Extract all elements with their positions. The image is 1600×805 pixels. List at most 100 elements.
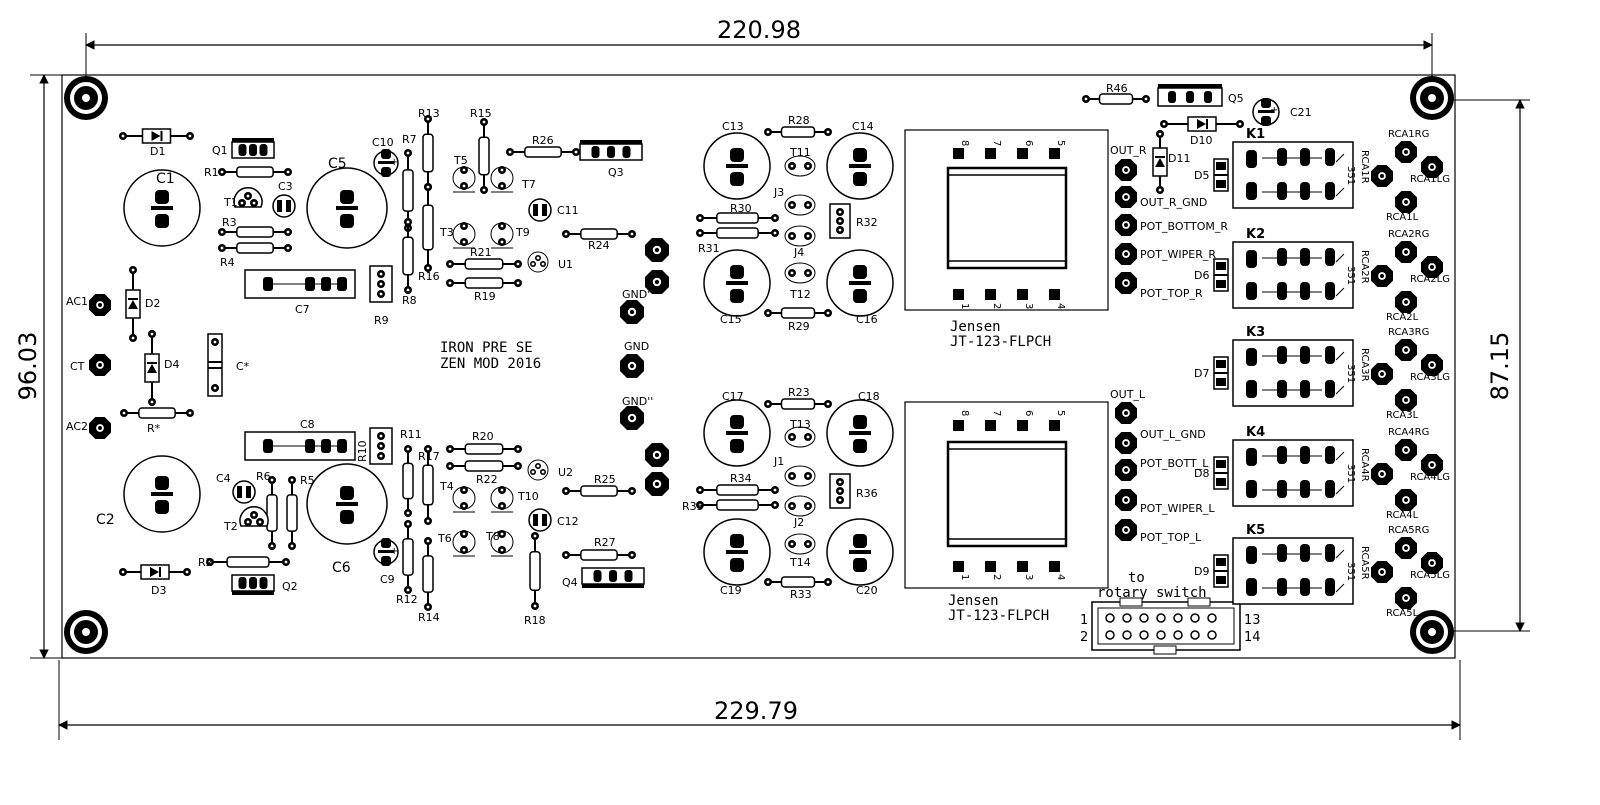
c4-pad: [237, 486, 242, 498]
q4-tab: [582, 584, 644, 588]
c19-pad-plus: [730, 534, 744, 548]
pad-hole: [533, 604, 537, 608]
connector-pin: [1207, 630, 1217, 640]
io-pad-hole-ring: [1124, 528, 1128, 532]
pad-hole: [448, 262, 452, 266]
pad-hole: [790, 542, 794, 546]
r24-body: [580, 228, 618, 240]
c17-polarity: [726, 431, 748, 435]
relay-switch-mark: [1335, 385, 1345, 395]
xfmr2-pin4: 4: [1055, 574, 1066, 580]
pad-hole: [630, 553, 634, 557]
c17-pad-plus: [730, 415, 744, 429]
label-t3: T3: [439, 226, 454, 239]
q4-pad: [593, 570, 602, 582]
label-j4: J4: [793, 246, 804, 259]
rca-pad-hole-ring: [1380, 570, 1384, 574]
pad-hole: [806, 504, 810, 508]
relay-diode-pad: [1216, 576, 1226, 584]
pad-hole: [121, 570, 125, 574]
pad-hole: [220, 246, 224, 250]
q1-pad: [249, 144, 257, 156]
c11-outline: [528, 198, 552, 222]
c6-polarity: [336, 502, 358, 506]
relay-pad: [1277, 346, 1287, 364]
relay-pad: [1277, 282, 1287, 300]
connector-pin: [1139, 630, 1149, 640]
pad-hole: [379, 292, 383, 296]
relay-pad: [1325, 282, 1335, 300]
label-t11: T11: [789, 146, 811, 159]
pad-hole: [698, 503, 702, 507]
connector-pin-2: 2: [1080, 630, 1088, 645]
xfmr2-model: JT-123-FLPCH: [948, 608, 1049, 624]
pad-hole: [252, 201, 256, 205]
q2-pad: [259, 577, 268, 589]
rca-pad-hole-ring: [1430, 561, 1434, 565]
label-r9: R9: [374, 314, 389, 327]
r6-body: [266, 494, 278, 532]
r11-body: [402, 462, 414, 500]
label-c18: C18: [858, 390, 880, 403]
relay-pad: [1300, 578, 1310, 596]
pad-hole: [806, 542, 810, 546]
io-pad-hole-ring: [1124, 468, 1128, 472]
pad-hole: [838, 219, 842, 223]
label-r1: R1: [204, 166, 219, 179]
label-j3: J3: [773, 186, 784, 199]
pad-hole: [500, 224, 504, 228]
c17-pad-minus: [730, 439, 744, 453]
rca-pad-hole-ring: [1404, 596, 1408, 600]
pad-hole: [462, 240, 466, 244]
relay-diode-pad: [1216, 360, 1226, 368]
relay-switch-mark: [1335, 583, 1345, 593]
c20-pad-plus: [853, 534, 867, 548]
xfmr2-pin8: 8: [959, 410, 970, 416]
label-r30: R30: [730, 202, 752, 215]
label-q1: Q1: [212, 144, 228, 157]
c11-pad: [542, 204, 547, 216]
rca-pad-hole-ring: [1404, 200, 1408, 204]
pad-hole: [426, 539, 430, 543]
pad-label-out-l-gnd: OUT_L_GND: [1140, 428, 1206, 441]
c5-polarity: [336, 206, 358, 210]
pad-hole: [426, 117, 430, 121]
connector-pin: [1139, 613, 1149, 623]
label-c15: C15: [720, 313, 742, 326]
pad-hole: [406, 588, 410, 592]
rca-pad-hole-ring: [1404, 250, 1408, 254]
rca-pad-hole-ring: [1404, 546, 1408, 550]
r33-body: [780, 576, 816, 588]
c9-pad: [381, 556, 391, 566]
rca-pad-hole-ring: [1430, 265, 1434, 269]
pad-hole: [208, 560, 212, 564]
j2-outline: [784, 495, 816, 517]
pad-hole: [574, 150, 578, 154]
label-r11: R11: [400, 428, 422, 441]
xfmr1-model: JT-123-FLPCH: [950, 334, 1051, 350]
label-c20: C20: [856, 584, 878, 597]
c1-pad-plus: [155, 190, 169, 204]
gnd-pad-hole-ring: [654, 279, 660, 285]
mounting-holes: [64, 76, 1454, 654]
relay-pad: [1300, 182, 1310, 200]
pad-hole: [379, 434, 383, 438]
pad-hole: [838, 228, 842, 232]
relay-pad: [1300, 380, 1310, 398]
c16-polarity: [849, 281, 871, 285]
rca-rg-label: RCA4RG: [1388, 427, 1429, 438]
mounting-hole-center: [82, 94, 90, 102]
xfmr2-pin3: 3: [1023, 574, 1034, 580]
c10-pad: [381, 149, 391, 159]
pad-hole: [838, 480, 842, 484]
xfmr2-pin7: 7: [991, 410, 1002, 416]
pad-hole: [790, 435, 794, 439]
r18-body: [529, 551, 541, 591]
pad-hole: [564, 489, 568, 493]
relay-diode-pad: [1216, 162, 1226, 170]
rca-l-label: RCA1L: [1386, 212, 1419, 223]
c16-pad-minus: [853, 289, 867, 303]
label-r35: R35: [682, 500, 704, 513]
c20-polarity: [849, 550, 871, 554]
pad-hole: [482, 120, 486, 124]
